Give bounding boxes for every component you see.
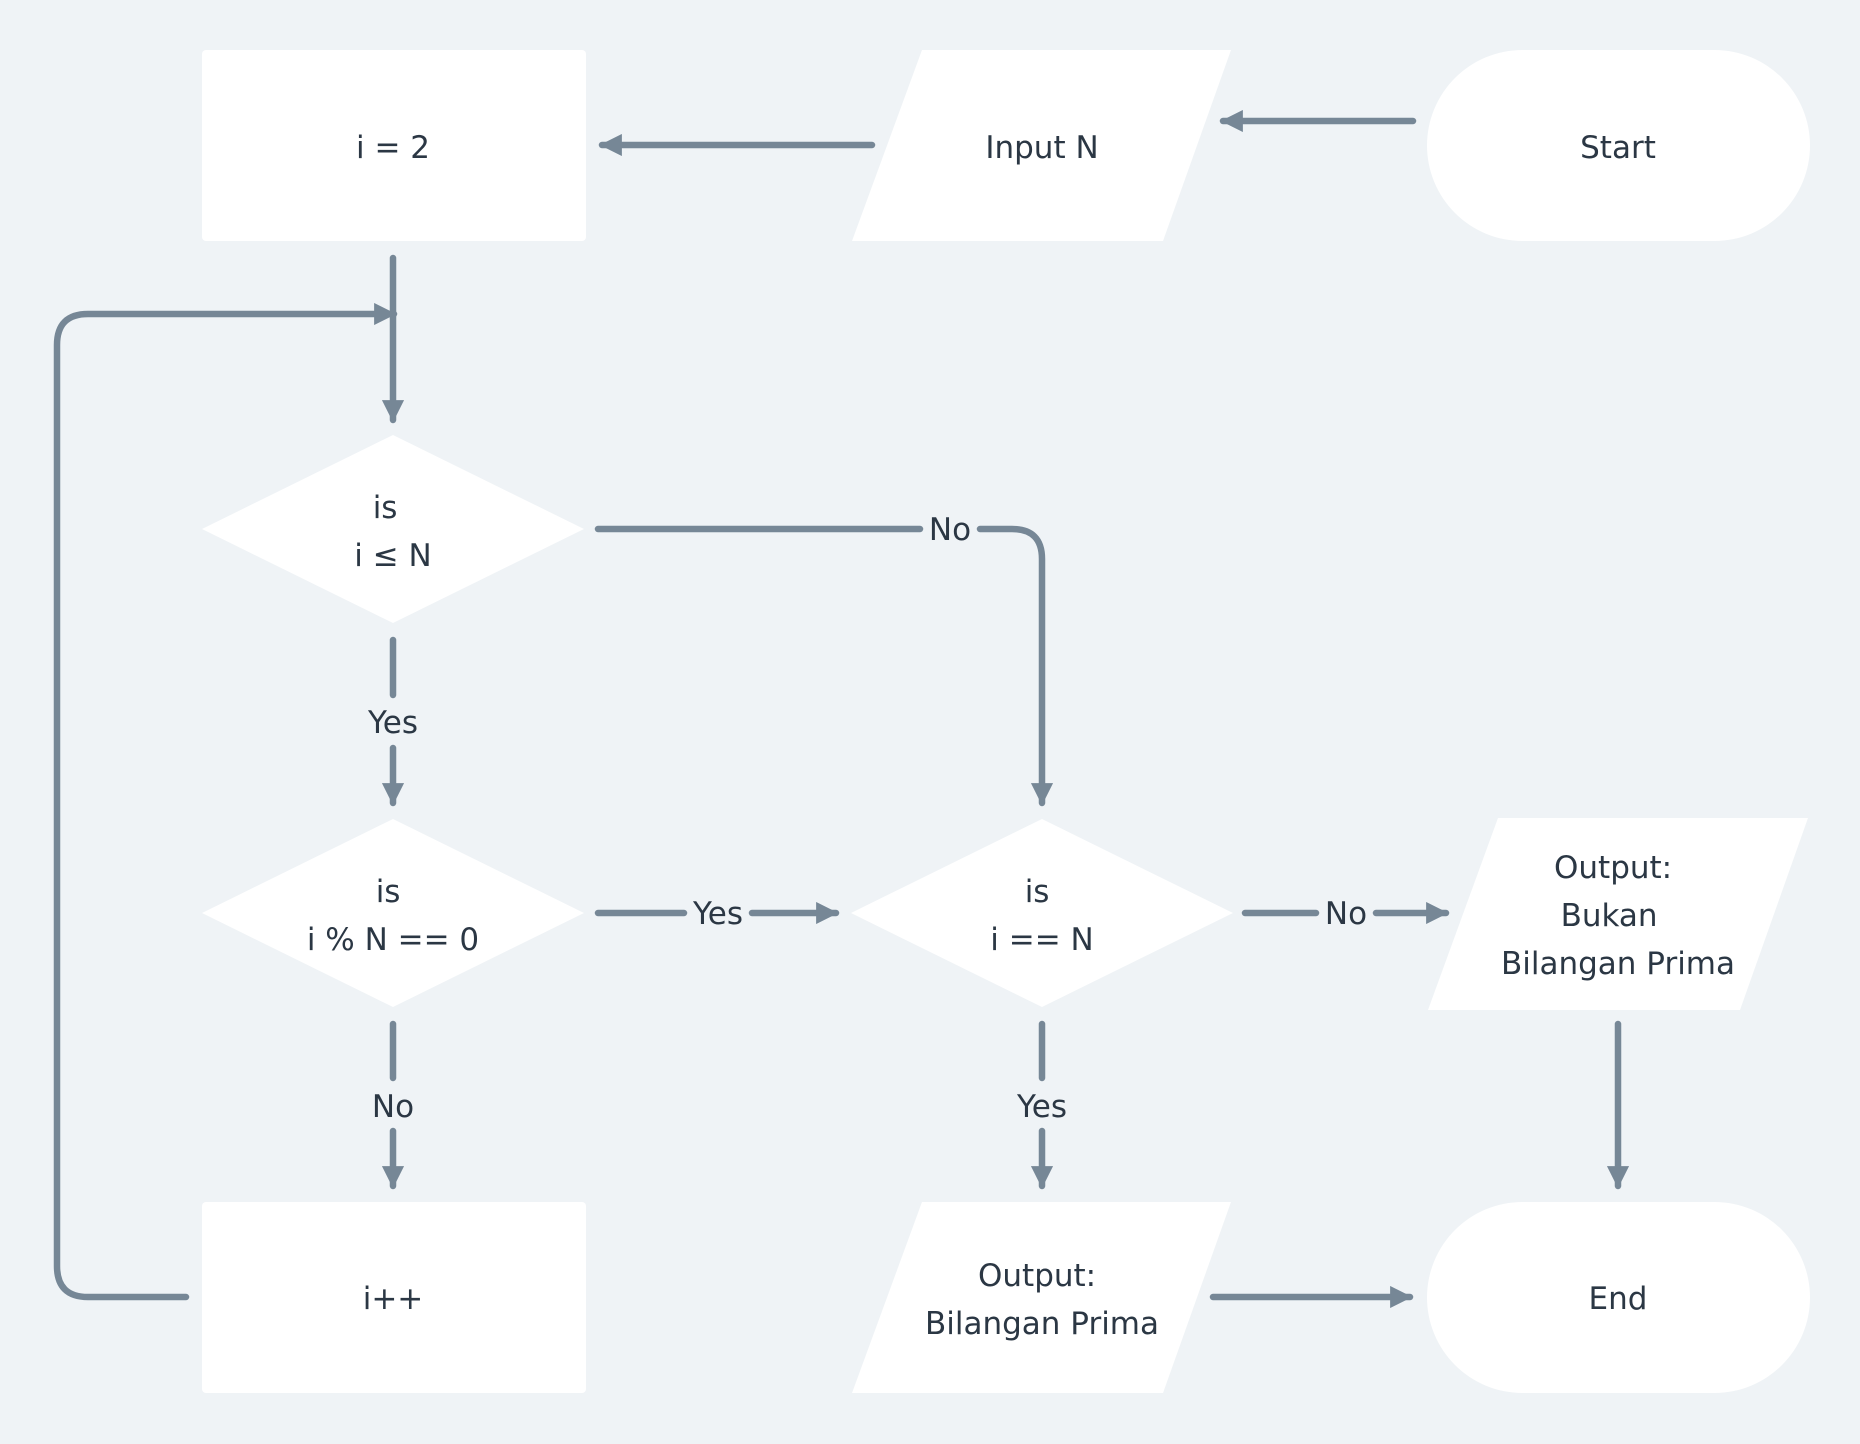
edges: No Yes Yes No No Yes (53, 109, 1630, 1309)
node-out-prime: Output: Bilangan Prima (852, 1202, 1231, 1393)
node-increment: i++ (202, 1202, 586, 1393)
edge-label-yes: Yes (367, 705, 418, 741)
node-start-label: Start (1580, 130, 1656, 166)
node-increment-label: i++ (363, 1281, 424, 1317)
node-out-not-prime-label: Output: Bukan Bilangan Prima (1501, 850, 1735, 982)
node-check-eq-label: is i == N (990, 874, 1093, 958)
check-eq-diamond-shape (851, 819, 1233, 1007)
node-init: i = 2 (202, 50, 586, 241)
init-rectangle-shape (202, 50, 586, 241)
increment-rectangle-shape (202, 1202, 586, 1393)
node-check-le-label: is i ≤ N (354, 490, 432, 574)
node-input-label: Input N (985, 130, 1098, 166)
out-prime-parallelogram-shape (852, 1202, 1231, 1393)
node-check-le: is i ≤ N (202, 435, 584, 623)
node-check-mod: is i % N == 0 (202, 819, 584, 1007)
node-start: Start (1427, 50, 1810, 241)
node-init-label: i = 2 (356, 130, 430, 166)
node-out-prime-label: Output: Bilangan Prima (925, 1258, 1159, 1342)
end-terminator-shape (1427, 1202, 1810, 1393)
node-out-not-prime: Output: Bukan Bilangan Prima (1428, 818, 1808, 1010)
node-check-eq: is i == N (851, 819, 1233, 1007)
edge-increment-to-check-le (53, 302, 398, 1301)
edge-label-yes: Yes (692, 896, 743, 932)
node-end: End (1427, 1202, 1810, 1393)
out-not-prime-parallelogram-shape (1428, 818, 1808, 1010)
edge-label-yes: Yes (1016, 1089, 1067, 1125)
node-check-mod-label: is i % N == 0 (307, 874, 479, 958)
edge-label-no: No (1325, 896, 1367, 932)
edge-label-no: No (929, 512, 971, 548)
start-terminator-shape (1427, 50, 1810, 241)
node-end-label: End (1589, 1281, 1648, 1317)
input-parallelogram-shape (852, 50, 1231, 241)
edge-check-le-to-check-eq (976, 525, 1054, 807)
check-le-diamond-shape (202, 435, 584, 623)
node-input: Input N (852, 50, 1231, 241)
check-mod-diamond-shape (202, 819, 584, 1007)
edge-label-no: No (372, 1089, 414, 1125)
